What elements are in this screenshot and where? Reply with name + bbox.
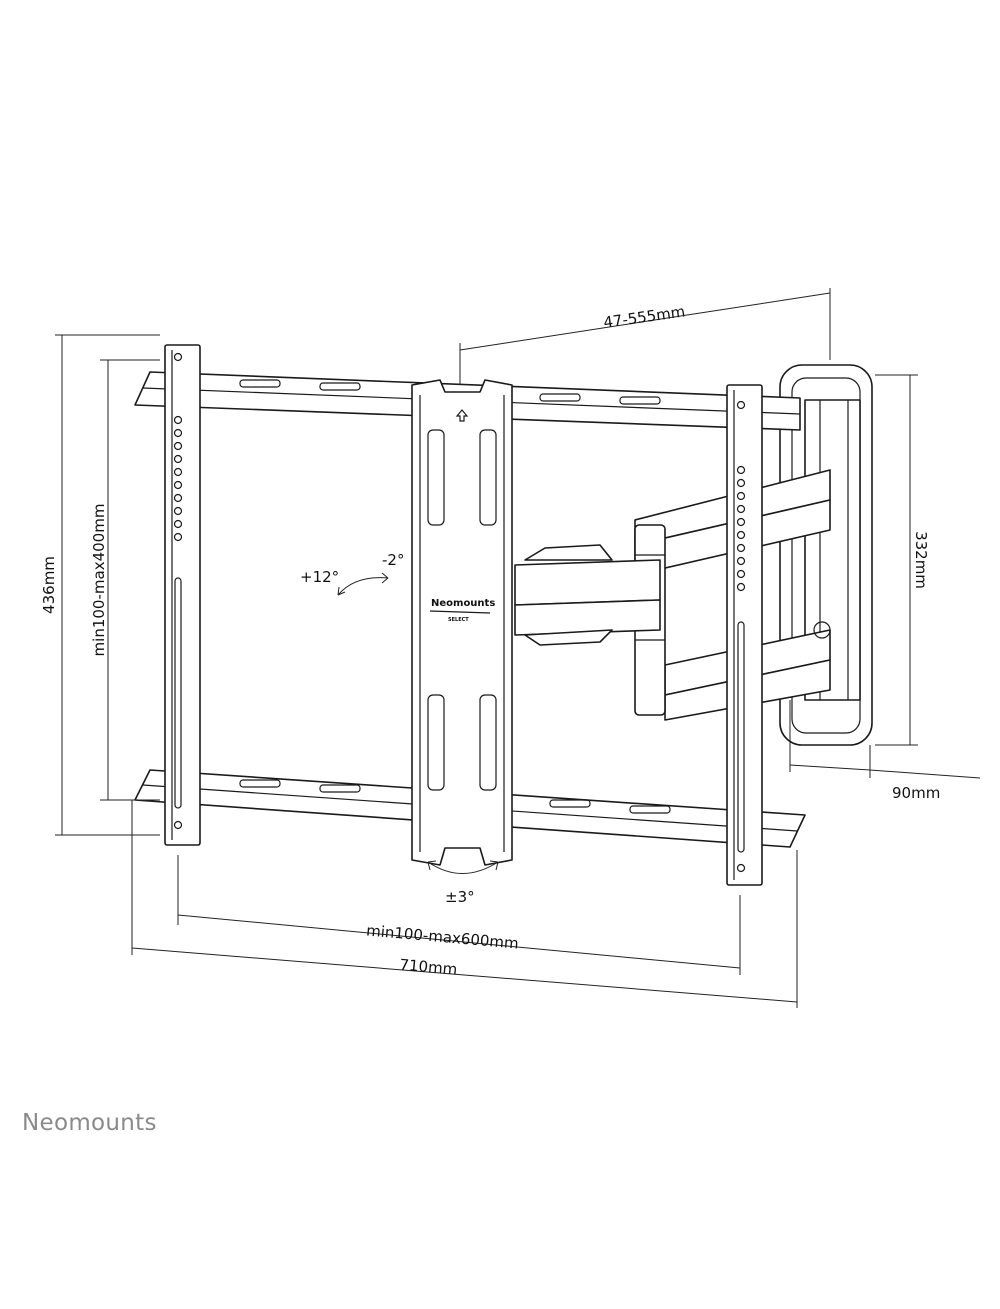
neomounts-logo: Neomounts	[22, 1110, 157, 1136]
center-plate: Neomounts SELECT	[411, 379, 513, 866]
vesa-height-label: min100-max400mm	[90, 504, 108, 657]
left-vertical-rail	[164, 344, 201, 846]
tilt-up-label: +12°	[300, 568, 339, 586]
depth-label: 47-555mm	[602, 302, 686, 331]
right-vertical-rail	[726, 384, 763, 886]
vesa-width-label: min100-max600mm	[366, 921, 520, 952]
plate-brand-text: Neomounts	[431, 598, 495, 609]
plate-line-text: SELECT	[448, 617, 469, 623]
wall-plate-width-label: 90mm	[892, 784, 940, 802]
wall-plate-height-label: 332mm	[912, 531, 930, 589]
total-width-label: 710mm	[399, 956, 458, 979]
tilt-down-label: -2°	[382, 551, 404, 569]
rotation-label: ±3°	[445, 888, 475, 906]
total-height-label: 436mm	[40, 556, 58, 614]
dimension-lines	[55, 288, 981, 1008]
